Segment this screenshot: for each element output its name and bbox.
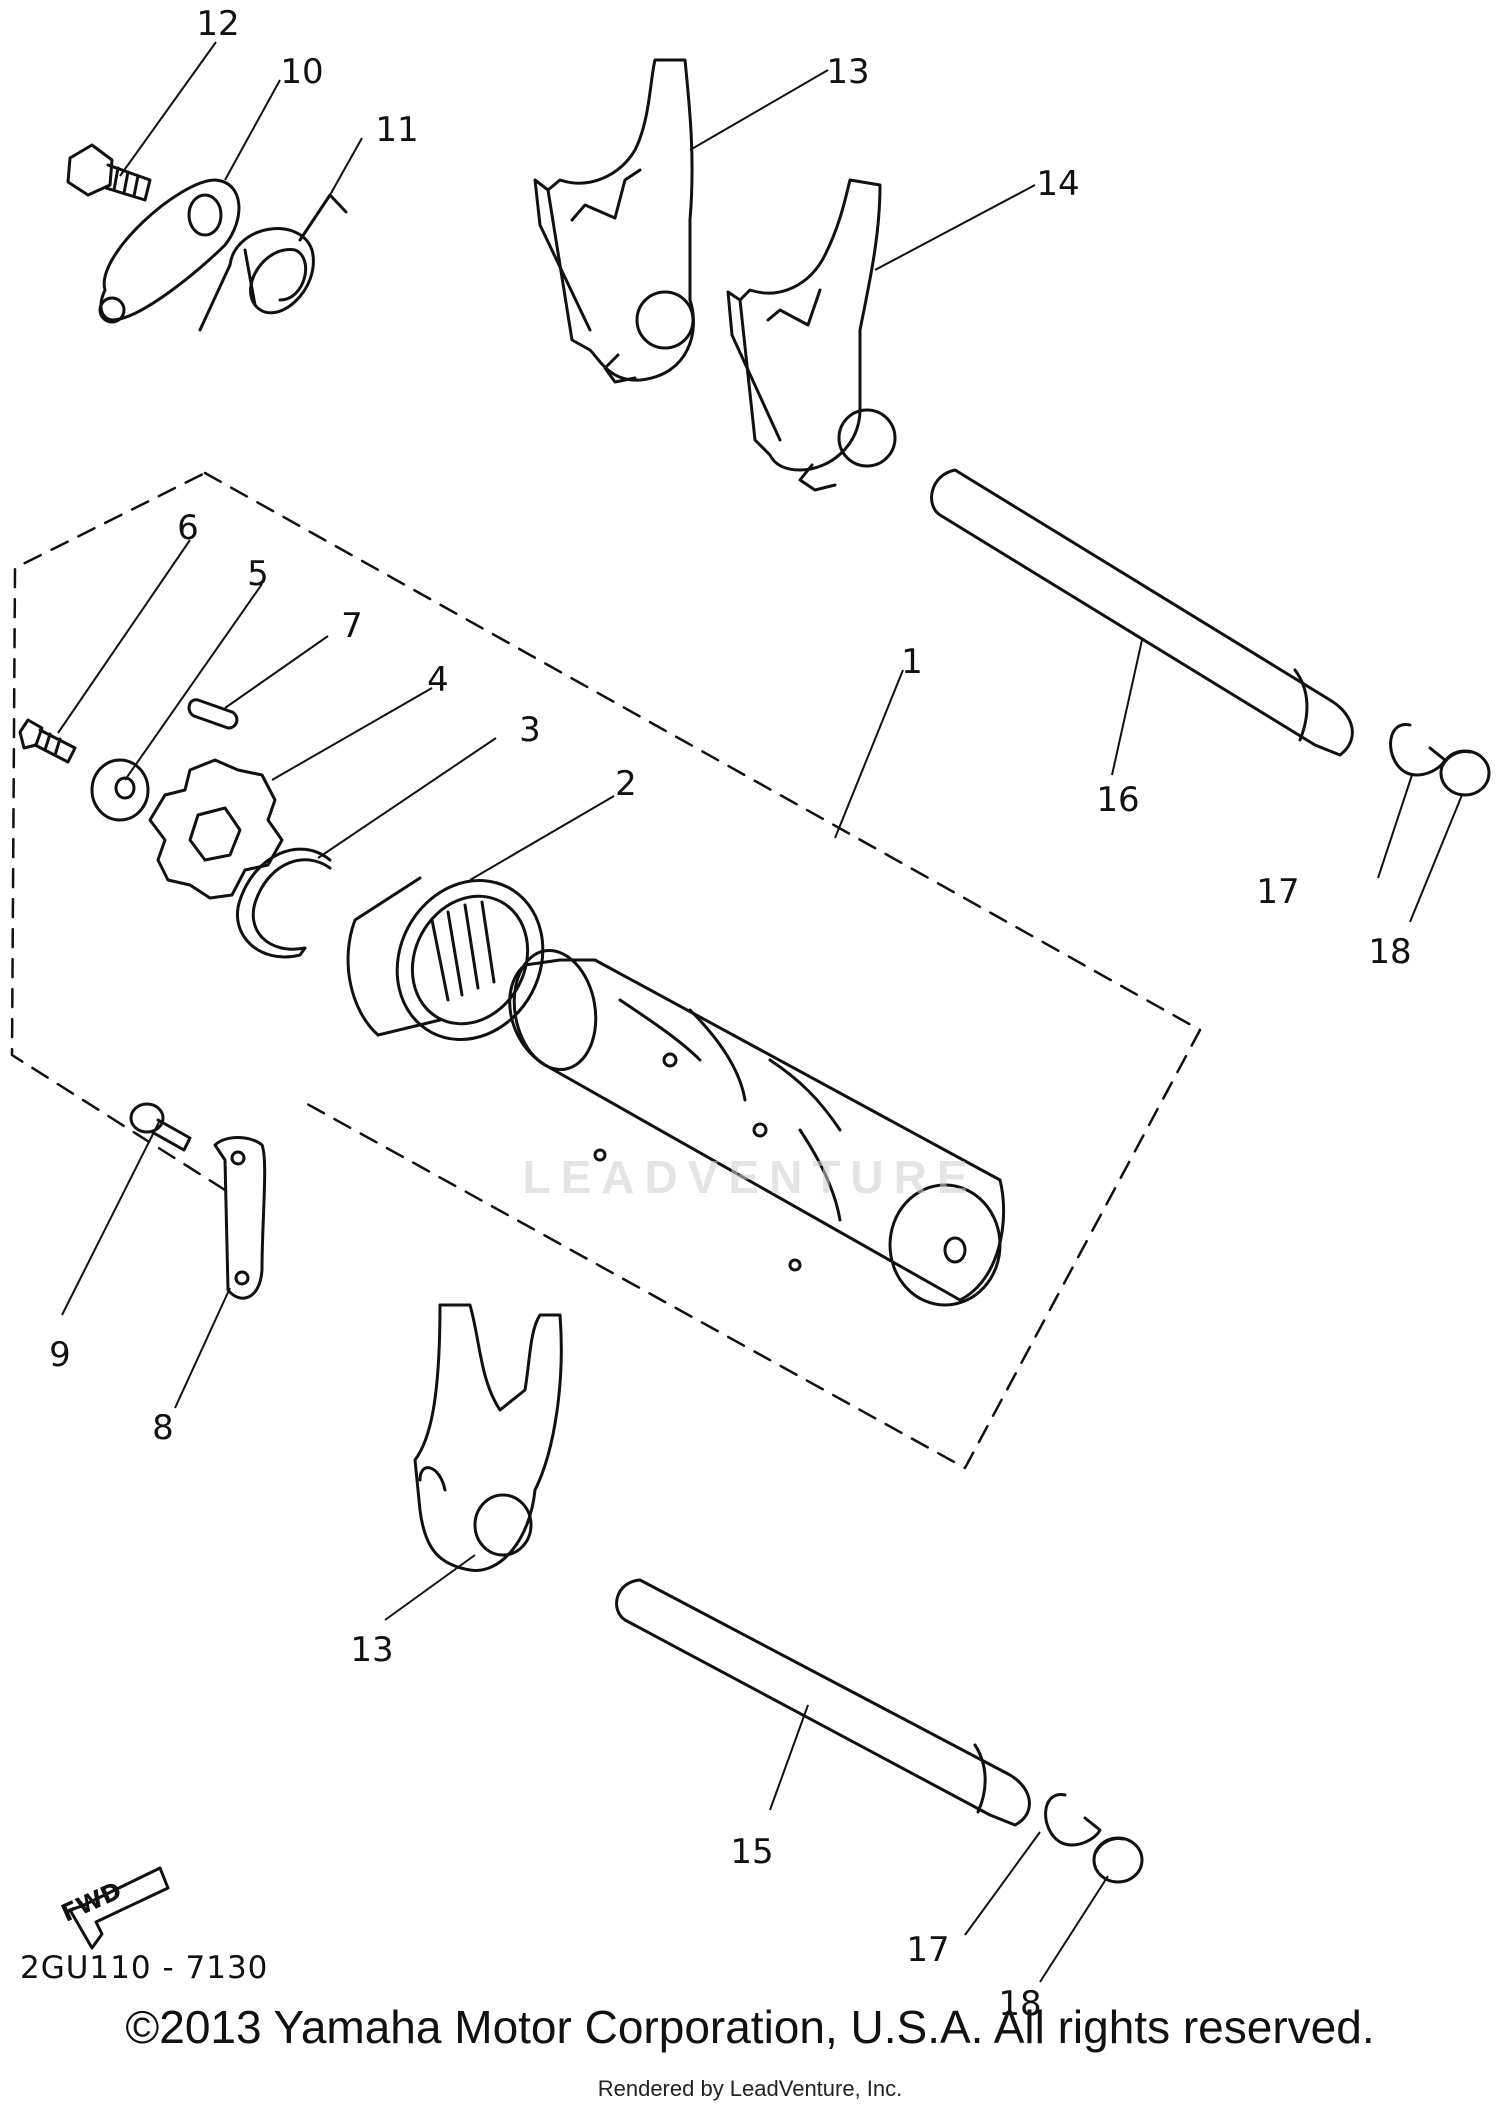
callout-16: 16 [1096,780,1140,820]
circlip-ring-part-3 [236,847,332,959]
callout-4: 4 [427,660,449,700]
callout-7: 7 [341,606,363,646]
callout-17-upper: 17 [1256,872,1300,912]
guide-bar-part-15 [615,1578,1031,1827]
callout-5: 5 [247,554,269,594]
diagram-code: 2GU110 - 7130 [20,1950,269,1986]
callout-13-upper: 13 [826,52,870,92]
callout-3: 3 [519,710,541,750]
plate-part-8 [213,1136,267,1300]
needle-bearing-part-2 [346,876,545,1042]
guide-bar-part-16 [930,468,1354,757]
callout-6: 6 [177,508,199,548]
callout-15: 15 [730,1832,774,1872]
washer-part-5 [90,758,150,822]
bolt-part-12 [66,143,152,202]
callout-13-lower: 13 [350,1630,394,1670]
screw-part-6 [18,718,77,764]
callout-14: 14 [1036,164,1080,204]
callout-2: 2 [615,764,637,804]
callout-18-lower: 18 [998,1984,1042,2024]
callout-8: 8 [152,1408,174,1448]
callout-18-upper: 18 [1368,932,1412,972]
circlip-part-17-lower [1044,1793,1102,1847]
rendered-by-notice: Rendered by LeadVenture, Inc. [597,2076,903,2101]
callout-1: 1 [901,642,923,682]
cap-part-18-upper [1439,749,1491,797]
fwd-arrow [68,1866,170,1950]
shift-fork-part-14 [726,178,897,492]
screw-part-9 [129,1102,192,1152]
shift-fork-part-13-lower [413,1303,563,1572]
shift-fork-part-13-upper [533,58,695,384]
copyright-notice: ©2013 Yamaha Motor Corporation, U.S.A. A… [125,2001,1375,2053]
cap-part-18-lower [1092,1836,1144,1884]
stopper-lever-part-10 [98,178,241,324]
circlip-part-17-upper [1389,723,1447,777]
shift-cam-part-1 [508,949,1006,1307]
callout-12: 12 [196,4,240,44]
callout-17-lower: 17 [906,1930,950,1970]
assembly-boundary [10,471,1202,1470]
callout-9: 9 [49,1335,71,1375]
callout-10: 10 [280,52,324,92]
dowel-pin-part-7 [187,698,239,730]
watermark: LEADVENTURE [522,1151,978,1203]
callout-11: 11 [375,110,419,150]
segment-part-4 [148,758,284,900]
leader-lines [57,41,1463,1983]
